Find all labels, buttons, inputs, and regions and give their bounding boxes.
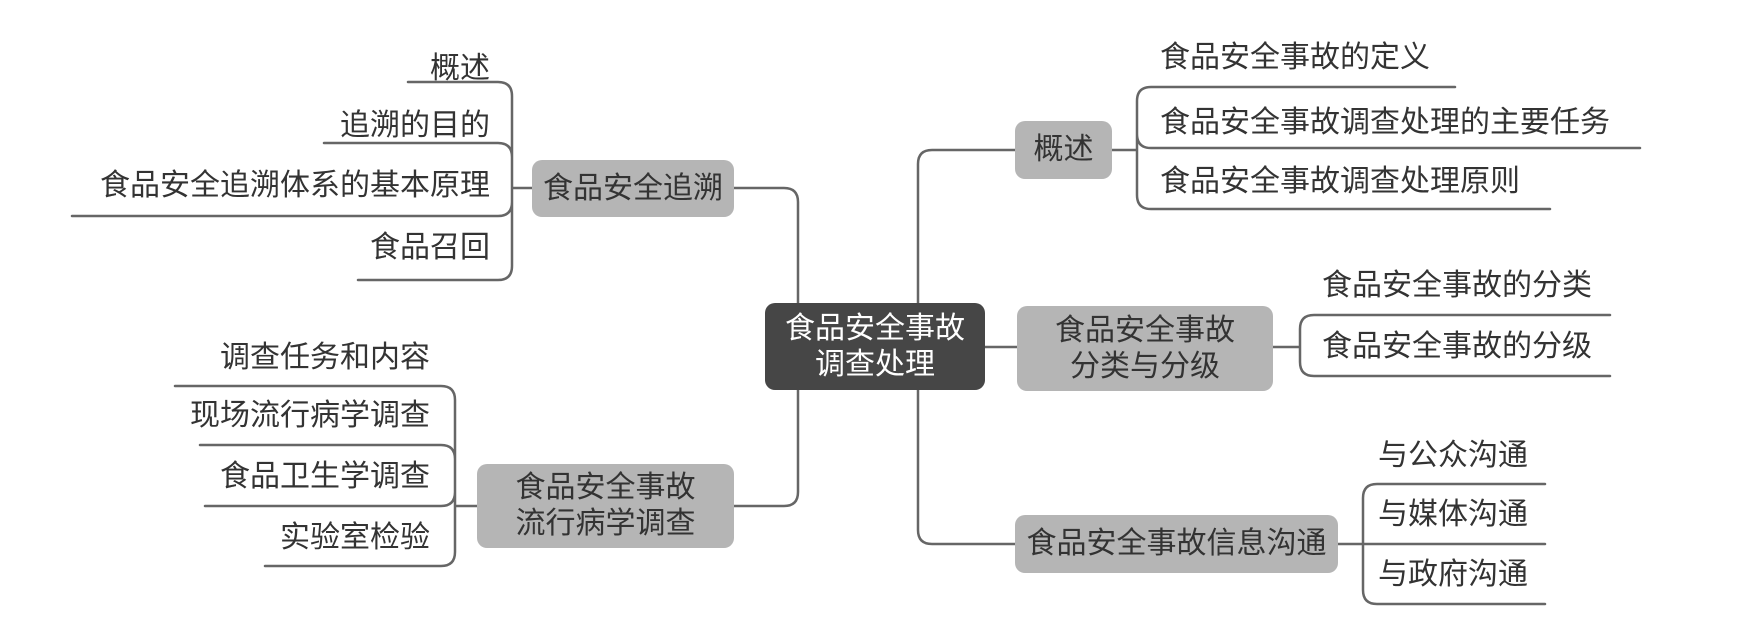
leaf-communication-government: 与政府沟通 (1378, 557, 1528, 592)
branch-communication: 食品安全事故信息沟通 (1015, 515, 1338, 573)
leaf-overview-definition: 食品安全事故的定义 (1160, 40, 1430, 75)
connector-root-traceability (732, 186, 800, 307)
root-node-line2: 调查处理 (815, 346, 935, 382)
root-node: 食品安全事故 调查处理 (765, 303, 985, 390)
leaf-epidemiology-field: 现场流行病学调查 (190, 398, 430, 433)
branch-traceability-label: 食品安全追溯 (543, 170, 723, 206)
leaf-traceability-overview: 概述 (430, 51, 490, 86)
leaf-traceability-purpose: 追溯的目的 (340, 108, 490, 143)
branch-classification-line2: 分类与分级 (1070, 348, 1220, 384)
leaf-overview-tasks: 食品安全事故调查处理的主要任务 (1160, 105, 1610, 140)
leaf-traceability-principle: 食品安全追溯体系的基本原理 (100, 168, 490, 203)
leaf-overview-principles: 食品安全事故调查处理原则 (1160, 164, 1520, 199)
leaf-communication-media: 与媒体沟通 (1378, 497, 1528, 532)
connector-traceability-leaves (70, 80, 534, 282)
branch-epidemiology-line2: 流行病学调查 (515, 506, 696, 541)
leaf-epidemiology-tasks: 调查任务和内容 (220, 340, 430, 375)
connector-epidemiology-leaves (173, 384, 479, 568)
leaf-traceability-recall: 食品召回 (370, 230, 490, 265)
branch-communication-label: 食品安全事故信息沟通 (1026, 526, 1327, 561)
root-node-line1: 食品安全事故 (785, 310, 965, 346)
leaf-epidemiology-lab: 实验室检验 (280, 520, 430, 555)
leaf-epidemiology-hygiene: 食品卫生学调查 (220, 459, 430, 494)
branch-classification: 食品安全事故 分类与分级 (1017, 306, 1273, 391)
leaf-classification-types: 食品安全事故的分类 (1322, 268, 1592, 303)
connector-communication-leaves (1336, 482, 1547, 606)
connector-root-overview (916, 148, 1017, 307)
branch-epidemiology-line1: 食品安全事故 (515, 470, 696, 505)
connector-classification-leaves (1271, 313, 1612, 378)
leaf-classification-levels: 食品安全事故的分级 (1322, 329, 1592, 364)
connector-root-communication (916, 388, 1017, 546)
leaf-communication-public: 与公众沟通 (1378, 438, 1528, 473)
branch-overview-label: 概述 (1033, 132, 1094, 167)
branch-traceability: 食品安全追溯 (532, 160, 734, 217)
branch-overview: 概述 (1015, 121, 1112, 179)
connector-overview-leaves (1110, 85, 1642, 211)
branch-epidemiology: 食品安全事故 流行病学调查 (477, 464, 734, 548)
connector-root-epidemiology (732, 388, 800, 508)
branch-classification-line1: 食品安全事故 (1055, 312, 1235, 348)
